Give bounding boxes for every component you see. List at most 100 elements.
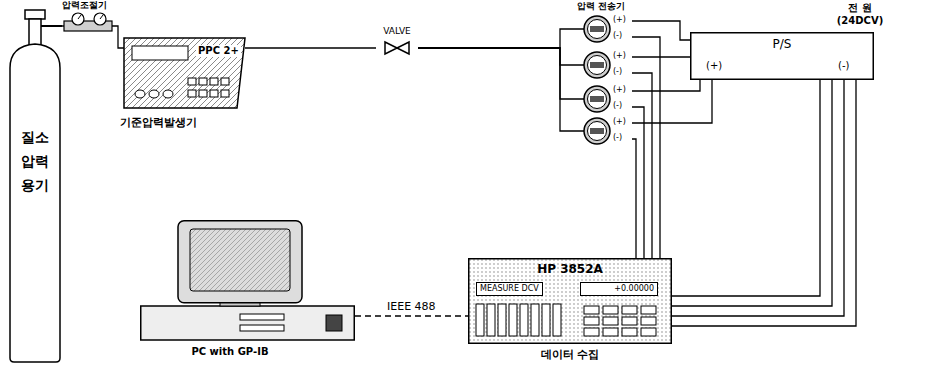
transmitter-rim <box>584 86 610 112</box>
transmitter-display <box>590 62 604 68</box>
connector-line <box>672 80 856 326</box>
connector-line <box>632 80 700 91</box>
power-label: 전 원 (24DCV) <box>828 1 892 27</box>
connector-line <box>418 48 584 99</box>
valve-symbol <box>385 42 409 54</box>
terminal-label: (+) <box>613 15 626 25</box>
generator-key <box>210 78 218 85</box>
terminal-label: (+) <box>613 51 626 61</box>
unit-key <box>622 317 637 325</box>
part-label: 압력 전송기 <box>577 1 625 12</box>
terminal-label: (+) <box>613 85 626 95</box>
generator-key <box>199 90 207 97</box>
valve: VALVE <box>376 26 418 54</box>
pressure-transmitter: (+) (-) <box>584 50 632 80</box>
unit-key <box>641 317 656 325</box>
terminal-label: (-) <box>613 31 622 41</box>
valve-label: VALVE <box>376 26 418 37</box>
data-acquisition-unit: HP 3852AMEASURE DCV+0.00000데이터 수집 <box>468 258 672 344</box>
device-name: HP 3852A <box>468 262 672 276</box>
terminal-label: (+) <box>613 117 626 127</box>
card-slot <box>531 304 539 336</box>
generator-key <box>188 78 196 85</box>
card-slot <box>509 304 517 336</box>
monitor-case <box>178 221 302 303</box>
transmitter-display <box>590 26 604 32</box>
cylinder-cap <box>25 10 45 19</box>
device-name: P/S <box>690 37 874 51</box>
unit-key <box>641 306 656 314</box>
connector-line <box>672 80 832 306</box>
device-label: PC with GP-IB <box>160 346 300 358</box>
transmitter-rim <box>584 118 610 144</box>
connector-line <box>672 80 844 316</box>
card-slot <box>476 304 484 336</box>
device-label: 데이터 수집 <box>468 348 672 361</box>
transmitter-rim <box>584 52 610 78</box>
unit-key <box>584 328 599 336</box>
generator-key <box>199 78 207 85</box>
transmitter-rim <box>584 16 610 42</box>
connector-line <box>632 73 652 258</box>
terminal-label: (-) <box>613 67 622 77</box>
connector-line <box>672 80 820 296</box>
unit-key <box>603 317 618 325</box>
display-text: +0.00000 <box>580 282 658 296</box>
connector-line <box>632 56 690 57</box>
unit-key <box>603 306 618 314</box>
unit-key <box>641 328 656 336</box>
generator-housing <box>124 38 245 108</box>
nitrogen-cylinder: 질소 압력 용기 <box>8 6 62 364</box>
disk-drive <box>240 314 284 320</box>
unit-key <box>584 306 599 314</box>
cylinder-body <box>10 44 60 362</box>
connector-line <box>418 48 584 65</box>
connector-label: IEEE 488 <box>385 300 438 313</box>
unit-key <box>622 306 637 314</box>
connector-line <box>632 107 644 258</box>
transmitter-face <box>588 90 607 109</box>
transmitter-face <box>588 20 607 39</box>
connector-line <box>418 29 584 48</box>
pressure-regulator <box>64 13 112 31</box>
transmitter-display <box>590 128 604 134</box>
card-slot <box>487 304 495 336</box>
generator-knob <box>149 90 159 98</box>
system-unit <box>141 306 355 340</box>
card-slot <box>553 304 561 336</box>
generator-knob <box>135 90 145 98</box>
power-supply-box <box>691 33 874 80</box>
personal-computer: PC with GP-IB <box>140 220 355 342</box>
display-text: PPC 2+ <box>196 45 241 57</box>
cylinder-label: 질소 압력 용기 <box>16 126 54 197</box>
pressure-transmitter: (+)(-) <box>584 116 632 146</box>
connector-line <box>632 139 636 258</box>
monitor-screen <box>190 229 290 291</box>
terminal-label: (+) <box>706 60 722 72</box>
transmitter-display <box>590 96 604 102</box>
transmitter-face <box>588 122 607 141</box>
bus-cable <box>355 315 468 316</box>
generator-key <box>221 78 229 85</box>
generator-knob <box>163 90 173 98</box>
disk-drive <box>240 325 284 331</box>
gauge-needle <box>78 15 103 19</box>
pressure-transmitter: (+) (-) <box>584 14 632 44</box>
part-label: 압력조절기 <box>62 0 107 11</box>
unit-key <box>584 317 599 325</box>
card-slot <box>520 304 528 336</box>
unit-key <box>622 328 637 336</box>
gas-outlet <box>41 25 62 27</box>
card-slot <box>542 304 550 336</box>
generator-key <box>221 90 229 97</box>
power-supply: 전 원 (24DCV)P/S(+)(-) <box>690 32 874 80</box>
pressure-transmitter: (+)(-) <box>584 84 632 114</box>
personal-computer-shape <box>140 220 355 342</box>
terminal-label: (-) <box>838 60 849 72</box>
display-text: MEASURE DCV <box>476 282 543 296</box>
card-slot <box>498 304 506 336</box>
unit-key <box>603 328 618 336</box>
cylinder-neck <box>29 19 41 45</box>
generator-key <box>188 90 196 97</box>
